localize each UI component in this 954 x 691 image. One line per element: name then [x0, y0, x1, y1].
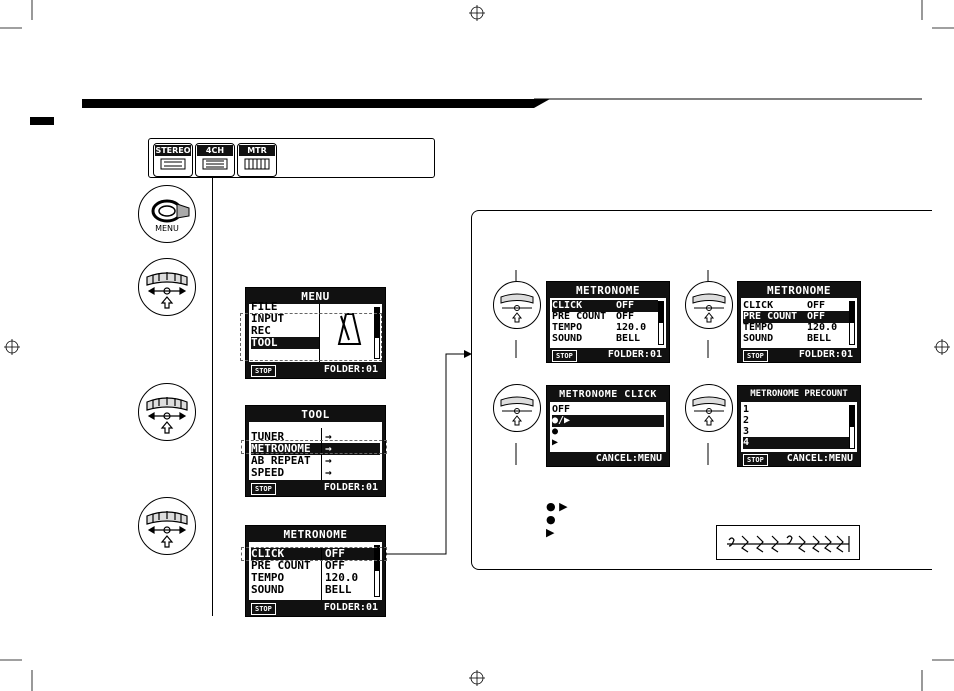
dial-icon	[493, 281, 541, 329]
folder-indicator: FOLDER:01	[607, 349, 662, 360]
step-line	[212, 176, 213, 616]
precount-option: 2	[743, 415, 750, 426]
tool-item: TUNER→	[251, 430, 332, 443]
scrollbar	[658, 301, 664, 345]
precount-option-selected: 4	[743, 437, 849, 449]
tool-item-selected: METRONOME→	[251, 443, 380, 455]
cancel-indicator: CANCEL:MENU	[595, 453, 662, 464]
folder-indicator: FOLDER:01	[798, 349, 853, 360]
tool-item: SPEED→	[251, 466, 332, 479]
scrollbar	[374, 545, 380, 597]
precount-option: 1	[743, 404, 750, 415]
menu-button-icon: MENU	[138, 185, 196, 243]
divider	[319, 304, 320, 362]
click-option: ●	[552, 426, 559, 437]
selection-outline	[241, 547, 387, 561]
folder-indicator: FOLDER:01	[323, 364, 378, 375]
scrollbar	[849, 405, 855, 449]
rhythm-notation	[716, 525, 860, 560]
stop-indicator: STOP	[552, 350, 577, 362]
tool-screen: TOOL TUNER→ METRONOME→ AB REPEAT→ SPEED→…	[245, 405, 386, 497]
stereo-badge: STEREO	[153, 143, 193, 177]
mtr-badge: MTR	[237, 143, 277, 177]
tool-item: AB REPEAT→	[251, 454, 332, 467]
cancel-indicator: CANCEL:MENU	[786, 453, 853, 464]
dial-icon	[493, 384, 541, 432]
legend-symbol: ● ▶	[546, 500, 568, 513]
folder-indicator: FOLDER:01	[323, 482, 378, 493]
badge-graphics	[160, 158, 270, 170]
dial-icon	[138, 383, 196, 441]
selection-outline	[240, 313, 382, 361]
settings-panel	[471, 210, 932, 570]
click-option-selected: ●/▶	[552, 415, 664, 427]
header-bar	[30, 98, 922, 125]
connector-arrow	[386, 350, 472, 555]
dial-icon	[138, 258, 196, 316]
dial-icon	[138, 497, 196, 555]
menu-item: REC	[251, 324, 271, 337]
scrollbar	[374, 307, 380, 359]
dial-icon	[685, 384, 733, 432]
4ch-badge: 4CH	[195, 143, 235, 177]
folder-indicator: FOLDER:01	[323, 602, 378, 613]
metronome-icon	[337, 313, 362, 345]
divider	[321, 428, 322, 480]
legend-symbol: ●	[546, 513, 556, 526]
selection-outline	[241, 440, 387, 454]
precount-option: 3	[743, 426, 750, 437]
stop-indicator: STOP	[251, 603, 276, 615]
click-option: OFF	[552, 404, 571, 415]
menu-item: INPUT	[251, 312, 285, 325]
menu-item-selected: TOOL	[251, 337, 320, 349]
menu-item: FILE	[251, 300, 278, 313]
legend-symbol: ▶	[546, 526, 555, 539]
stop-indicator: STOP	[743, 454, 768, 466]
divider	[321, 548, 322, 600]
metronome-precount-screen: METRONOME PRECOUNT 1 2 3 4 STOP CANCEL:M…	[737, 385, 861, 467]
stop-indicator: STOP	[251, 365, 276, 377]
dial-tick-lines	[515, 270, 709, 465]
metronome-click-screen: METRONOME CLICK OFF ●/▶ ● ▶ CANCEL:MENU	[546, 385, 670, 467]
scrollbar	[849, 301, 855, 345]
stop-indicator: STOP	[743, 350, 768, 362]
dial-icon	[685, 281, 733, 329]
stop-indicator: STOP	[251, 483, 276, 495]
mode-panel: STEREO 4CH MTR	[148, 138, 435, 178]
click-option: ▶	[552, 437, 559, 448]
